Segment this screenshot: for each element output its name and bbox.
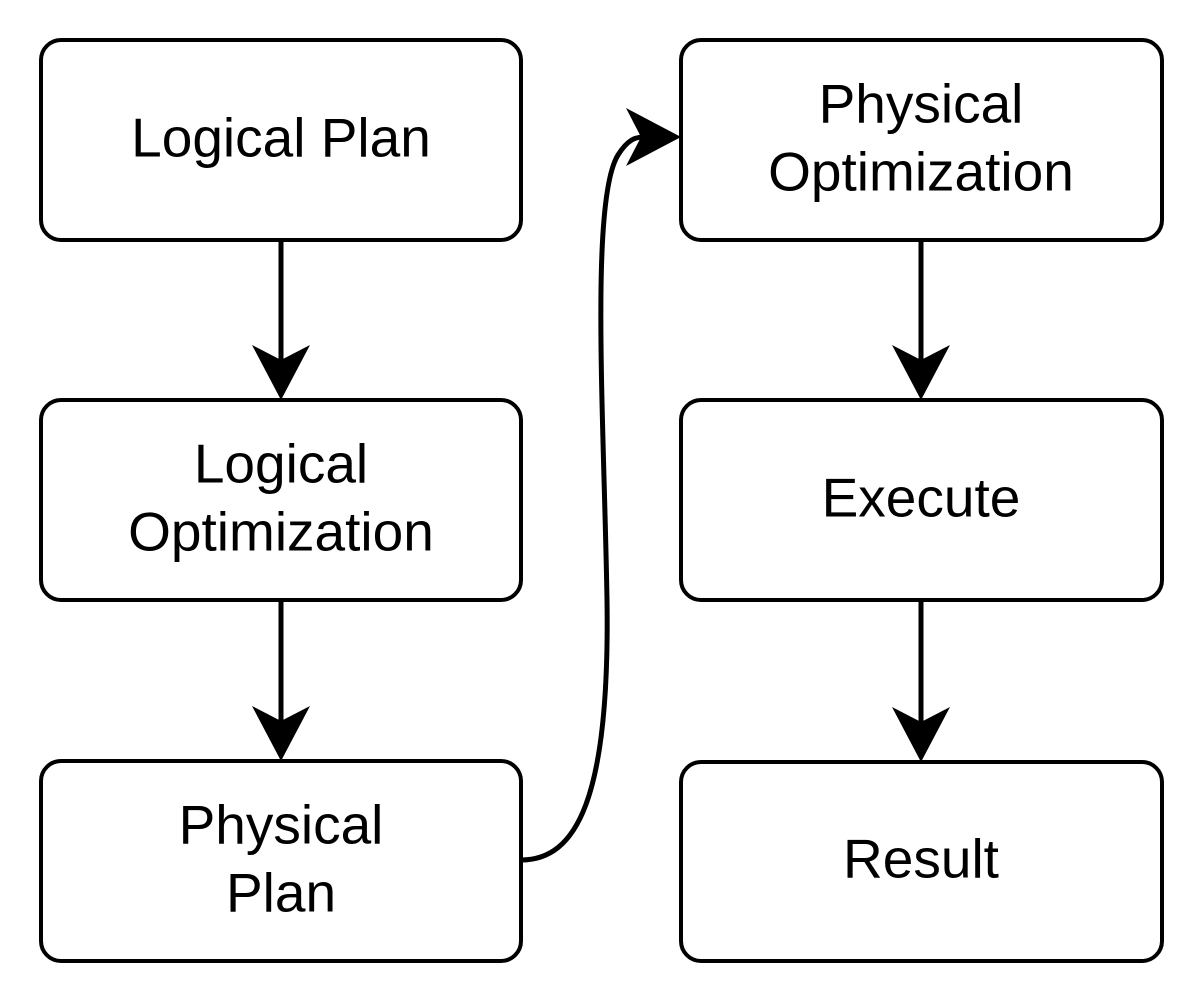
node-logical-plan-label-line1: Logical Plan xyxy=(131,107,431,169)
arrowhead-icon-e4 xyxy=(892,345,950,400)
node-physical-plan[interactable]: Physical Plan xyxy=(39,759,523,963)
edge-physical-plan-to-physical-optimization xyxy=(520,108,681,863)
node-logical-optimization[interactable]: Logical Optimization xyxy=(39,398,523,602)
node-result-box[interactable] xyxy=(679,760,1164,963)
node-result[interactable]: Result xyxy=(679,760,1164,963)
node-physical-plan-label-line2: Plan xyxy=(226,862,336,924)
arrowhead-icon-e2 xyxy=(252,706,310,761)
node-physical-plan-label-line1: Physical xyxy=(179,794,384,856)
node-logical-plan[interactable]: Logical Plan xyxy=(39,38,523,242)
node-physical-optimization-label-line1: Physical xyxy=(819,73,1024,135)
edge-execute-to-result xyxy=(892,600,950,762)
node-physical-plan-box[interactable] xyxy=(39,759,523,963)
node-execute-box[interactable] xyxy=(679,398,1164,602)
node-group: Logical Plan Logical Optimization Physic… xyxy=(39,38,1164,963)
edge-group xyxy=(252,108,950,863)
arrowhead-icon-e3 xyxy=(626,108,681,166)
edge-physical-optimization-to-execute xyxy=(892,240,950,400)
node-physical-optimization-label-line2: Optimization xyxy=(768,141,1074,203)
edge-logical-plan-to-logical-optimization xyxy=(252,240,310,400)
node-result-label-line1: Result xyxy=(843,828,999,890)
node-physical-optimization[interactable]: Physical Optimization xyxy=(679,38,1164,242)
node-logical-optimization-label-line2: Optimization xyxy=(128,501,434,563)
arrowhead-icon-e5 xyxy=(892,707,950,762)
edge-line-e3 xyxy=(520,134,645,863)
arrowhead-icon-e1 xyxy=(252,345,310,400)
node-execute[interactable]: Execute xyxy=(679,398,1164,602)
node-logical-optimization-box[interactable] xyxy=(39,398,523,602)
edge-logical-optimization-to-physical-plan xyxy=(252,600,310,761)
node-logical-optimization-label-line1: Logical xyxy=(194,433,368,495)
node-execute-label-line1: Execute xyxy=(822,467,1021,529)
node-logical-plan-box[interactable] xyxy=(39,38,523,242)
node-physical-optimization-box[interactable] xyxy=(679,38,1164,242)
